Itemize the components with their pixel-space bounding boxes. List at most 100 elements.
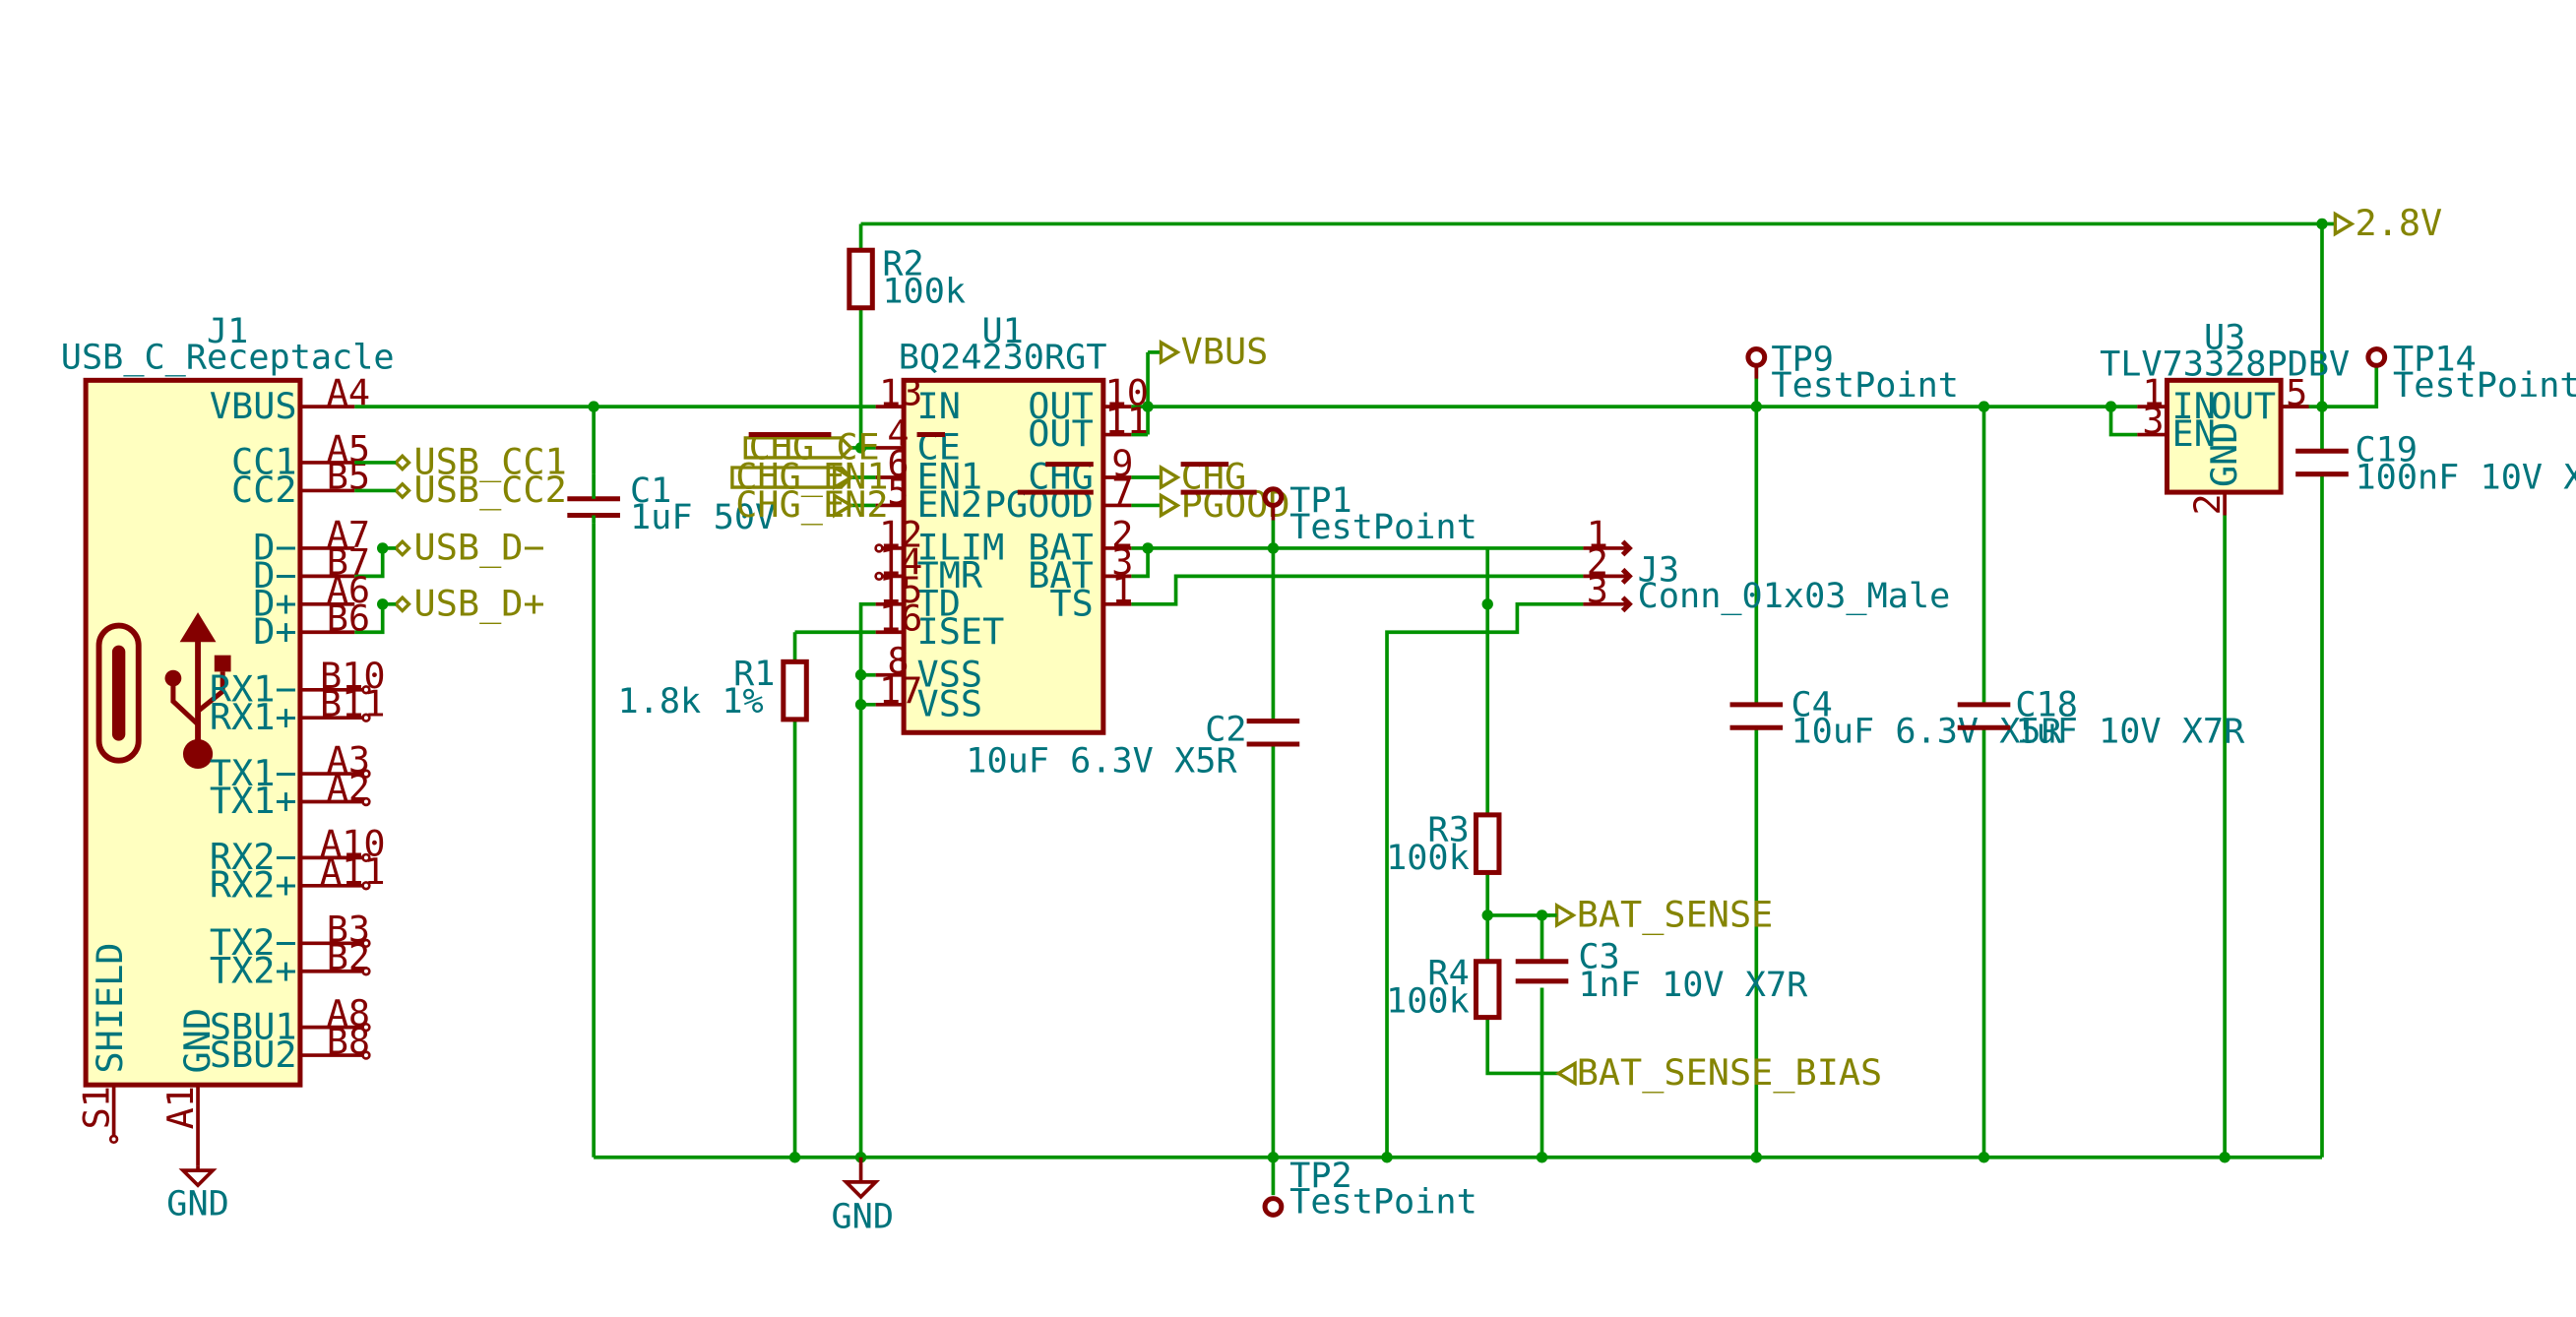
j1-pins: VBUS A4 CC1 A5 CC2 B5 D− A7 D− B7 D+ A6 … bbox=[76, 371, 386, 1166]
svg-text:9: 9 bbox=[1111, 442, 1133, 484]
svg-text:TMR: TMR bbox=[917, 554, 983, 596]
svg-text:A11: A11 bbox=[320, 850, 386, 893]
svg-text:OUT: OUT bbox=[1028, 412, 1094, 455]
svg-text:S1: S1 bbox=[76, 1086, 118, 1129]
connector-j3: 1 2 3 J3 Conn_01x03_Male bbox=[1583, 513, 1950, 616]
resistor-r1: R1 1.8k 1% bbox=[617, 654, 809, 722]
svg-text:VBUS: VBUS bbox=[210, 385, 297, 427]
svg-text:ILIM: ILIM bbox=[917, 527, 1005, 569]
svg-text:IN: IN bbox=[917, 385, 961, 427]
svg-text:A7: A7 bbox=[327, 513, 370, 555]
svg-text:C2: C2 bbox=[1205, 710, 1246, 750]
svg-text:TP1: TP1 bbox=[1289, 480, 1352, 521]
svg-text:2: 2 bbox=[2186, 493, 2229, 515]
svg-text:1: 1 bbox=[2142, 371, 2164, 413]
svg-text:C18: C18 bbox=[2015, 685, 2078, 725]
svg-text:8: 8 bbox=[887, 640, 909, 682]
gnd-symbol: GND bbox=[831, 1157, 894, 1237]
svg-text:1uF 50V: 1uF 50V bbox=[630, 497, 776, 537]
svg-text:TestPoint: TestPoint bbox=[1771, 365, 1959, 406]
svg-text:3: 3 bbox=[2142, 400, 2164, 442]
svg-text:EN2: EN2 bbox=[917, 483, 983, 526]
svg-text:SBU2: SBU2 bbox=[210, 1034, 297, 1076]
svg-text:TX1−: TX1− bbox=[210, 752, 297, 794]
svg-text:BAT: BAT bbox=[1028, 554, 1094, 596]
svg-text:VSS: VSS bbox=[917, 653, 983, 695]
svg-text:100k: 100k bbox=[1386, 838, 1470, 878]
svg-text:RX2−: RX2− bbox=[210, 836, 297, 878]
svg-text:11: 11 bbox=[1105, 400, 1149, 442]
svg-text:RX1−: RX1− bbox=[210, 668, 297, 711]
svg-text:13: 13 bbox=[879, 371, 922, 413]
svg-text:A1: A1 bbox=[159, 1086, 202, 1129]
svg-text:1: 1 bbox=[1587, 513, 1608, 555]
svg-text:6: 6 bbox=[887, 442, 909, 484]
resistor-r3: R3 100k bbox=[1386, 810, 1502, 878]
capacitor-c18: C18 1uF 10V X7R bbox=[1957, 685, 2245, 751]
resistor-r4: R4 100k bbox=[1386, 953, 1502, 1022]
svg-text:R2: R2 bbox=[882, 243, 923, 283]
net-usb-cc1: USB_CC1 bbox=[414, 441, 567, 484]
capacitor-c4: C4 10uF 6.3V X5R bbox=[1729, 685, 2063, 751]
svg-text:3: 3 bbox=[1587, 569, 1608, 611]
charger-ic-u1: U1 BQ24230RGT IN 13 CE 4 EN1 6 EN2 5 ILI… bbox=[874, 311, 1149, 735]
svg-text:TX2+: TX2+ bbox=[210, 950, 297, 992]
svg-text:GND: GND bbox=[166, 1183, 229, 1223]
resistor-r2: R2 100k bbox=[847, 243, 966, 312]
bat-sense-labels: BAT_SENSE BAT_SENSE_BIAS bbox=[1541, 894, 1883, 1095]
net-label-2v8: 2.8V bbox=[2333, 202, 2442, 244]
svg-text:16: 16 bbox=[879, 597, 922, 640]
net-2v8: 2.8V bbox=[2355, 202, 2442, 244]
svg-text:C1: C1 bbox=[630, 470, 671, 511]
svg-text:C19: C19 bbox=[2355, 429, 2418, 470]
svg-text:D−: D− bbox=[253, 554, 296, 596]
svg-text:14: 14 bbox=[879, 541, 922, 584]
svg-text:1.8k 1%: 1.8k 1% bbox=[617, 681, 763, 721]
usb-c-plug-icon bbox=[95, 622, 142, 764]
test-point-tp9: TP9 TestPoint bbox=[1745, 339, 1959, 406]
svg-text:IN: IN bbox=[2172, 385, 2216, 427]
net-usb-dm: USB_D− bbox=[414, 527, 545, 570]
net-chg-en1: CHG_EN1 bbox=[735, 456, 888, 499]
capacitor-c2: C2 10uF 6.3V X5R bbox=[966, 710, 1300, 781]
svg-text:R1: R1 bbox=[733, 654, 775, 694]
svg-text:R4: R4 bbox=[1427, 953, 1469, 993]
svg-text:TestPoint: TestPoint bbox=[2393, 365, 2576, 406]
svg-text:TestPoint: TestPoint bbox=[1289, 1182, 1477, 1223]
net-chg-en2: CHG_EN2 bbox=[735, 483, 888, 527]
svg-text:TP2: TP2 bbox=[1289, 1156, 1352, 1196]
svg-text:BQ24230RGT: BQ24230RGT bbox=[899, 338, 1107, 378]
svg-text:GND: GND bbox=[831, 1197, 894, 1237]
svg-text:EN: EN bbox=[2172, 412, 2216, 455]
svg-text:4: 4 bbox=[887, 412, 909, 455]
capacitor-c19: C19 100nF 10V X7R bbox=[2295, 429, 2576, 498]
svg-text:CC1: CC1 bbox=[231, 441, 297, 483]
svg-text:1uF 10V X7R: 1uF 10V X7R bbox=[2015, 711, 2245, 751]
svg-text:17: 17 bbox=[879, 669, 922, 712]
svg-text:SBU1: SBU1 bbox=[210, 1005, 297, 1047]
svg-text:100k: 100k bbox=[1386, 981, 1470, 1022]
svg-text:7: 7 bbox=[1111, 470, 1133, 513]
net-usb-cc2: USB_CC2 bbox=[414, 469, 567, 512]
svg-text:TX1+: TX1+ bbox=[210, 780, 297, 822]
svg-text:B7: B7 bbox=[327, 541, 370, 584]
svg-text:RX2+: RX2+ bbox=[210, 864, 297, 907]
svg-text:OUT: OUT bbox=[1028, 385, 1094, 427]
svg-text:OUT: OUT bbox=[2211, 385, 2277, 427]
gnd-symbol: GND bbox=[166, 1165, 229, 1223]
net-usb-dp: USB_D+ bbox=[414, 583, 545, 626]
svg-text:D+: D+ bbox=[253, 583, 296, 625]
svg-text:1: 1 bbox=[1111, 569, 1133, 611]
svg-text:TP9: TP9 bbox=[1771, 339, 1834, 379]
capacitor-c3: C3 1nF 10V X7R bbox=[1515, 936, 1808, 1005]
wires bbox=[354, 221, 2379, 1196]
junctions bbox=[377, 218, 2328, 1163]
svg-text:D+: D+ bbox=[253, 610, 296, 653]
net-bat-sense: BAT_SENSE bbox=[1577, 894, 1774, 937]
svg-text:GND: GND bbox=[2203, 422, 2245, 487]
ldo-regulator-u3: U3 TLV73328PDBV IN 1 EN 3 OUT 5 GND 2 bbox=[2100, 318, 2350, 516]
net-bat-sense-bias: BAT_SENSE_BIAS bbox=[1577, 1051, 1883, 1095]
net-vbus: VBUS bbox=[1181, 331, 1269, 373]
svg-text:ISET: ISET bbox=[917, 610, 1005, 653]
svg-text:BAT: BAT bbox=[1028, 527, 1094, 569]
